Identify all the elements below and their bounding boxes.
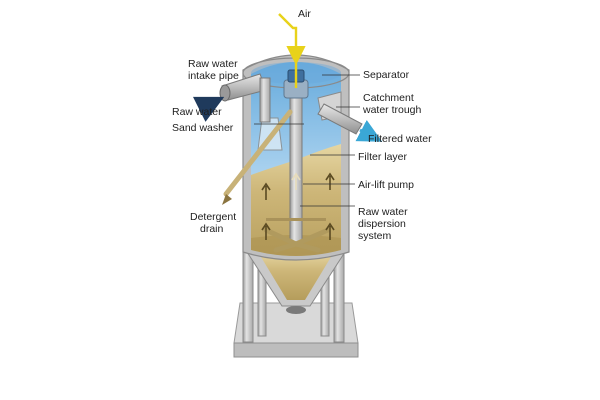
label-raw-water-intake-pipe-1: Raw water (188, 58, 238, 70)
label-catchment-trough-1: Catchment (363, 92, 414, 104)
label-filter-layer: Filter layer (358, 151, 408, 163)
raw-water-arrow (192, 96, 225, 122)
air-line (278, 13, 306, 88)
flow-arrows (261, 172, 335, 240)
label-sand-washer: Sand washer (172, 122, 234, 134)
label-detergent-drain-1: Detergent (190, 211, 236, 223)
label-dispersion-1: Raw water (358, 206, 408, 218)
label-catchment-trough-2: water trough (362, 104, 422, 116)
filtered-water-arrow (355, 119, 383, 142)
label-air-lift-pump: Air-lift pump (358, 179, 414, 191)
label-air: Air (298, 8, 311, 20)
label-separator: Separator (363, 69, 410, 81)
leader-lines (254, 74, 360, 207)
label-filtered-water: Filtered water (368, 133, 432, 145)
detergent-drain-pipe (222, 109, 293, 205)
label-detergent-drain-2: drain (200, 223, 224, 235)
label-dispersion-3: system (358, 230, 392, 242)
label-raw-water: Raw water (172, 106, 222, 118)
label-raw-water-intake-pipe-2: intake pipe (188, 70, 239, 82)
dispersion-system (263, 218, 331, 253)
label-dispersion-2: dispersion (358, 218, 406, 230)
cone-bottom (246, 251, 346, 314)
